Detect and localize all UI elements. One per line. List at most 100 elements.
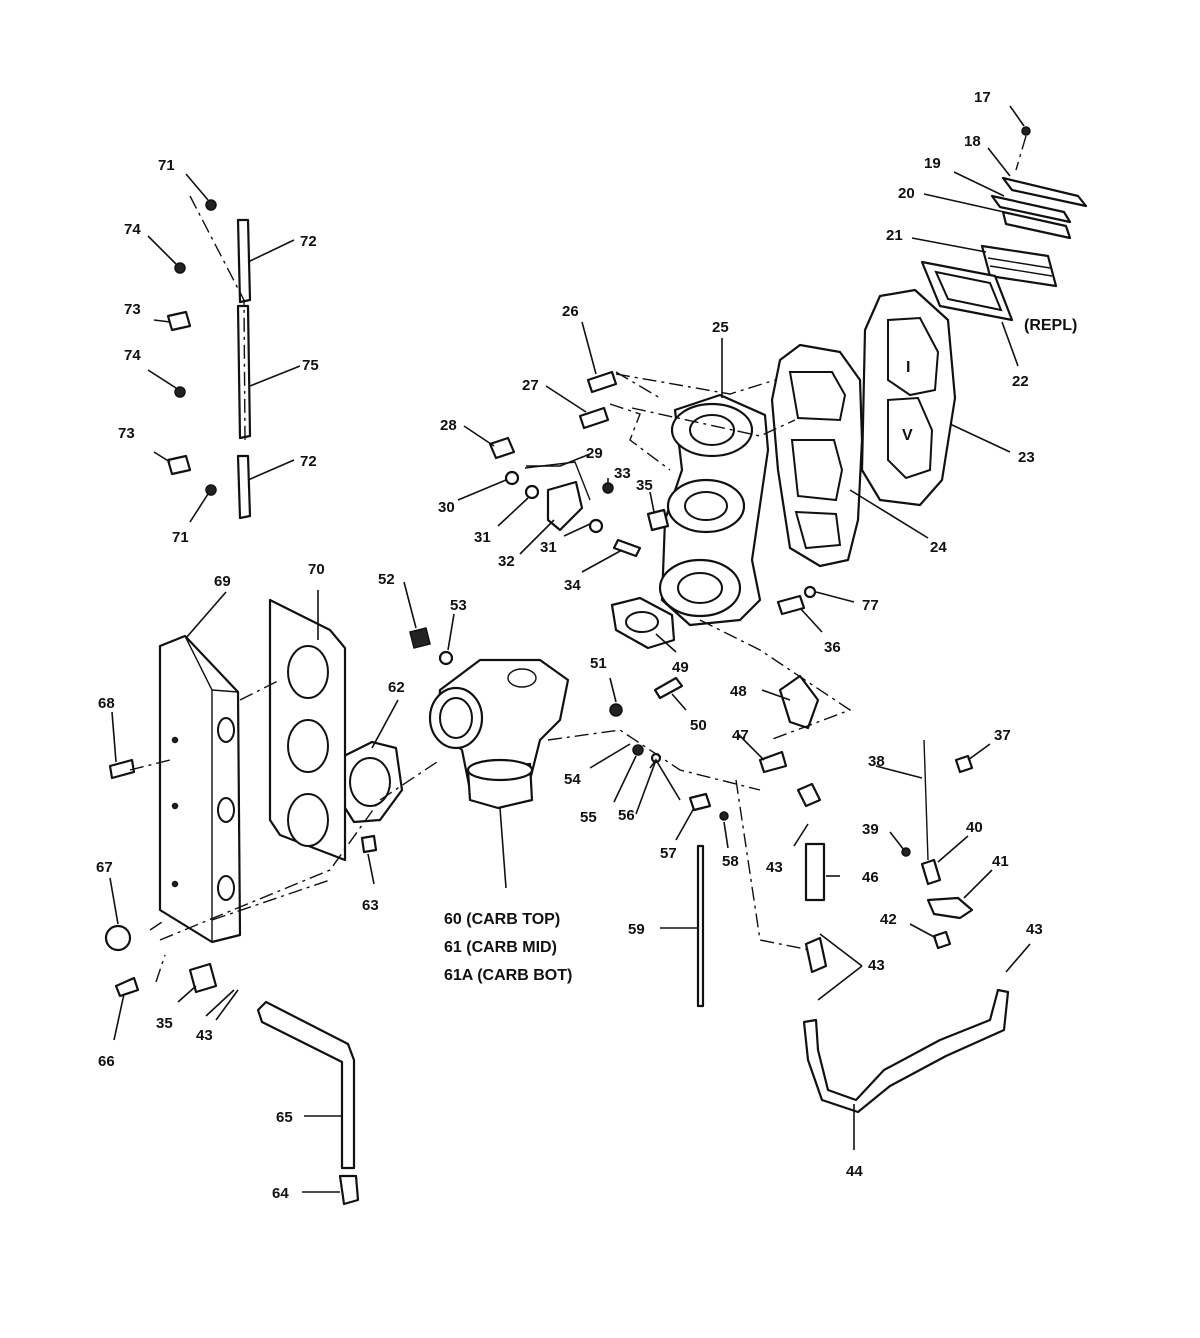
callout-30: 30	[438, 499, 455, 516]
callout-71b: 71	[172, 529, 189, 546]
part-47-bolt	[758, 750, 788, 774]
part-19-reed-petal	[990, 194, 1072, 224]
callout-35: 35	[636, 477, 653, 494]
part-18-reed-stop	[1001, 176, 1088, 208]
part-66-screw	[114, 976, 140, 998]
part-71b-nut	[205, 484, 217, 496]
callout-64: 64	[272, 1185, 289, 1202]
callout-50: 50	[690, 717, 707, 734]
part-20-reed	[1001, 210, 1072, 240]
part-73b-clip	[166, 454, 192, 476]
note-carb-bot: 61A (CARB BOT)	[444, 967, 572, 984]
part-52-screw	[409, 627, 431, 649]
note-carb-mid: 61 (CARB MID)	[444, 939, 557, 956]
part-63-screw	[360, 834, 378, 854]
callout-35b: 35	[156, 1015, 173, 1032]
callout-58: 58	[722, 853, 739, 870]
callout-40: 40	[966, 819, 983, 836]
part-74b-screw	[174, 386, 186, 398]
note-carb-top: 60 (CARB TOP)	[444, 911, 560, 928]
callout-17: 17	[974, 89, 991, 106]
callout-31: 31	[474, 529, 491, 546]
callout-47: 47	[732, 727, 749, 744]
part-64-fitting	[338, 1174, 360, 1206]
callout-46: 46	[862, 869, 879, 886]
callout-28: 28	[440, 417, 457, 434]
callout-41: 41	[992, 853, 1009, 870]
callout-73b: 73	[118, 425, 135, 442]
part-73-clip	[166, 310, 192, 332]
callout-53: 53	[450, 597, 467, 614]
svg-text:I: I	[906, 359, 910, 376]
svg-text:V: V	[902, 427, 913, 444]
part-67-plug	[104, 924, 132, 952]
callout-48: 48	[730, 683, 747, 700]
callout-43: 43	[766, 859, 783, 876]
callout-51: 51	[590, 655, 607, 672]
callout-69: 69	[214, 573, 231, 590]
part-38-wire	[923, 739, 929, 861]
part-36-bolt	[776, 594, 806, 616]
callout-75: 75	[302, 357, 319, 374]
callout-59: 59	[628, 921, 645, 938]
part-57-fitting	[688, 792, 712, 812]
reed-valve-assembly: I V	[860, 126, 1088, 507]
part-17-screw	[1021, 126, 1031, 136]
callout-71: 71	[158, 157, 175, 174]
callout-56: 56	[618, 807, 635, 824]
callout-62: 62	[388, 679, 405, 696]
part-28-fitting	[488, 436, 516, 460]
callout-38: 38	[868, 753, 885, 770]
callout-68: 68	[98, 695, 115, 712]
callout-44: 44	[846, 1163, 863, 1180]
part-72-link	[236, 218, 252, 304]
callout-43c: 43	[868, 957, 885, 974]
part-72b-link	[236, 454, 252, 520]
callout-67: 67	[96, 859, 113, 876]
callout-70: 70	[308, 561, 325, 578]
part-35b-fitting	[188, 962, 218, 994]
callout-34: 34	[564, 577, 581, 594]
callout-74b: 74	[124, 347, 141, 364]
part-46-hose	[804, 842, 826, 902]
callout-31b: 31	[540, 539, 557, 556]
callout-labels: 17 18 19 20 21 (REPL) 22 23 24 25 26 27 …	[96, 89, 1077, 1202]
callout-25: 25	[712, 319, 729, 336]
callout-65: 65	[276, 1109, 293, 1126]
part-34-pin	[612, 538, 642, 558]
callout-74: 74	[124, 221, 141, 238]
callout-73: 73	[124, 301, 141, 318]
part-27-bolt	[578, 406, 610, 430]
leader-lines	[109, 105, 1031, 1193]
callout-36: 36	[824, 639, 841, 656]
part-71-nut	[205, 199, 217, 211]
part-74-screw	[174, 262, 186, 274]
part-25-intake-manifold	[658, 393, 770, 627]
callout-19: 19	[924, 155, 941, 172]
callout-21: 21	[886, 227, 903, 244]
center-lines	[129, 195, 852, 983]
callout-23: 23	[1018, 449, 1035, 466]
part-30-washer	[504, 470, 520, 486]
note-repl: (REPL)	[1024, 317, 1077, 334]
part-40-fitting	[920, 858, 942, 886]
part-26-bolt	[586, 370, 618, 394]
part-31-washer	[524, 484, 540, 500]
callout-43b: 43	[196, 1027, 213, 1044]
part-48-bracket	[778, 674, 820, 730]
part-65-hose	[256, 1000, 356, 1170]
callout-54: 54	[564, 771, 581, 788]
callout-37: 37	[994, 727, 1011, 744]
part-77-washer	[803, 585, 817, 599]
callout-24: 24	[930, 539, 947, 556]
part-44-hose	[802, 988, 1010, 1114]
part-33-nut	[602, 482, 614, 494]
part-69-cover	[158, 634, 242, 944]
part-31b-washer	[588, 518, 604, 534]
callout-55: 55	[580, 809, 597, 826]
callout-52: 52	[378, 571, 395, 588]
part-68-screw	[108, 758, 136, 780]
carburetor	[428, 658, 570, 810]
